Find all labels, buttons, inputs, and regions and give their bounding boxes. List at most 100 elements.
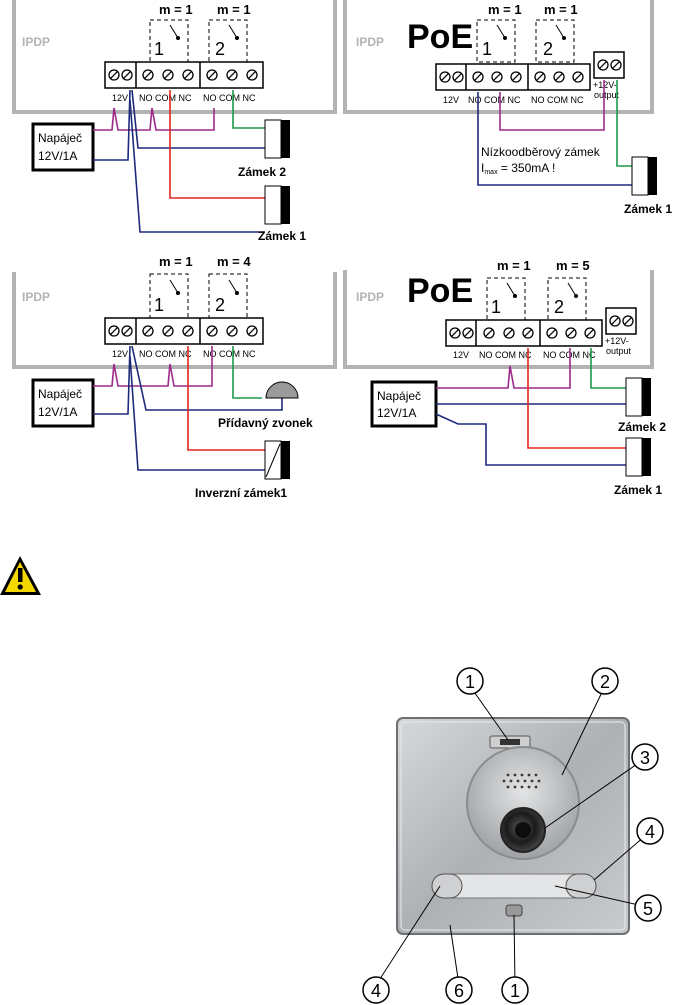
svg-text:3: 3 [640, 748, 650, 768]
ipdp-label: IPDP [22, 35, 50, 49]
psu-label-1: Napáječ [377, 389, 421, 403]
svg-text:4: 4 [371, 981, 381, 1001]
terminal-group1-label: NO COM NC [139, 349, 192, 359]
lock-1-symbol [631, 156, 657, 196]
wire-blue [477, 92, 632, 186]
output-label-1: +12V- [593, 80, 617, 90]
lock-1-symbol [264, 185, 290, 225]
bell-label: Přídavný zvonek [218, 416, 313, 430]
lock-2-symbol [625, 377, 651, 417]
relay2-number: 2 [215, 39, 225, 59]
relay1-mode: m = 1 [488, 2, 522, 17]
svg-text:4: 4 [645, 822, 655, 842]
poe-label: PoE [407, 272, 473, 310]
relay1-number: 1 [491, 297, 501, 317]
terminal-12v-label: 12V [443, 95, 459, 105]
wire-purple [93, 346, 213, 387]
wire-purple [93, 107, 215, 131]
relay1-number: 1 [482, 39, 492, 59]
terminal-12v-label: 12V [453, 350, 469, 360]
current-subscript: max [484, 169, 498, 176]
wire-blue-3 [129, 99, 265, 233]
lock-2-label: Zámek 2 [618, 420, 666, 434]
relay2-outline [535, 19, 575, 63]
output-label-2: output [606, 346, 632, 356]
wire-green [616, 80, 632, 167]
wire-purple [436, 348, 571, 389]
ipdp-label: IPDP [22, 290, 50, 304]
device-frame [12, 0, 337, 114]
callout-1-bottom: 1 [501, 976, 529, 1004]
door-station-illustration [396, 717, 630, 935]
terminal-group2-label: NO COM NC [531, 95, 584, 105]
panel-4: IPDP PoE m = 1 m = 5 1 2 +12V- output 12… [343, 258, 666, 497]
relay1-mode: m = 1 [159, 254, 193, 269]
lock-1-label: Zámek 1 [624, 202, 672, 216]
relay2-number: 2 [543, 39, 553, 59]
warning-icon [0, 556, 41, 595]
callout-2: 2 [591, 667, 619, 695]
psu-label-2: 12V/1A [38, 405, 77, 419]
terminal-12v-label: 12V [112, 93, 128, 103]
svg-text:5: 5 [643, 899, 653, 919]
terminal-group1-label: NO COM NC [139, 93, 192, 103]
left-button [431, 873, 463, 899]
relay2-mode: m = 5 [556, 258, 590, 273]
terminal-group1-label: NO COM NC [479, 350, 532, 360]
ipdp-label: IPDP [356, 35, 384, 49]
wire-red [169, 90, 265, 199]
relay1-number: 1 [154, 39, 164, 59]
callout-4-right: 4 [636, 817, 664, 845]
psu-label-1: Napáječ [38, 387, 82, 401]
device-frame [343, 0, 654, 114]
bottom-screw [505, 904, 523, 917]
svg-text:6: 6 [454, 981, 464, 1001]
right-button [565, 873, 597, 899]
wire-green [232, 346, 262, 399]
output-label-2: output [594, 90, 620, 100]
device-frame [12, 272, 337, 369]
speaker-dome [466, 746, 580, 860]
relay1-number: 1 [154, 295, 164, 315]
terminal-12v-label: 12V [112, 349, 128, 359]
wire-red [187, 346, 265, 451]
lock-1-label: Zámek 1 [258, 229, 306, 243]
wire-green [590, 348, 626, 389]
terminal-group1-label: NO COM NC [468, 95, 521, 105]
callouts: 1 2 3 4 4 5 6 1 [362, 667, 664, 1004]
output-label-1: +12V- [605, 336, 629, 346]
callout-5: 5 [634, 894, 662, 922]
svg-text:2: 2 [600, 672, 610, 692]
inverse-lock-symbol [264, 440, 290, 480]
power-supply-box [31, 378, 95, 428]
wire-blue-1 [93, 89, 131, 161]
low-current-lock-note: Nízkoodběrový zámek [481, 145, 601, 159]
relay2-mode: m = 4 [217, 254, 251, 269]
relay2-mode: m = 1 [217, 2, 251, 17]
relay1-mode: m = 1 [497, 258, 531, 273]
callout-1-top: 1 [456, 667, 484, 695]
wire-blue-1 [93, 345, 131, 415]
power-supply-box [31, 122, 95, 172]
lock-2-symbol [264, 119, 290, 159]
psu-label-2: 12V/1A [38, 149, 77, 163]
speaker-grille [502, 773, 541, 789]
panel-3: IPDP m = 1 m = 4 1 2 12V NO COM NC NO CO… [12, 254, 337, 500]
psu-label-2: 12V/1A [377, 406, 416, 420]
wire-blue-2 [131, 345, 283, 411]
relay2-number: 2 [554, 297, 564, 317]
device-frame [343, 270, 654, 369]
ipdp-label: IPDP [356, 290, 384, 304]
wire-green [232, 90, 265, 129]
callout-4-left: 4 [362, 976, 390, 1004]
panel-2: IPDP PoE m = 1 m = 1 1 2 +12V- output 12… [343, 0, 672, 216]
current-limit: = 350mA ! [498, 161, 556, 175]
terminal-group2-label: NO COM NC [203, 349, 256, 359]
terminal-group2-label: NO COM NC [203, 93, 256, 103]
svg-text:1: 1 [465, 672, 475, 692]
relay2-mode: m = 1 [544, 2, 578, 17]
wire-red [527, 348, 626, 449]
callout-6: 6 [445, 976, 473, 1004]
wire-blue-3 [129, 355, 265, 471]
